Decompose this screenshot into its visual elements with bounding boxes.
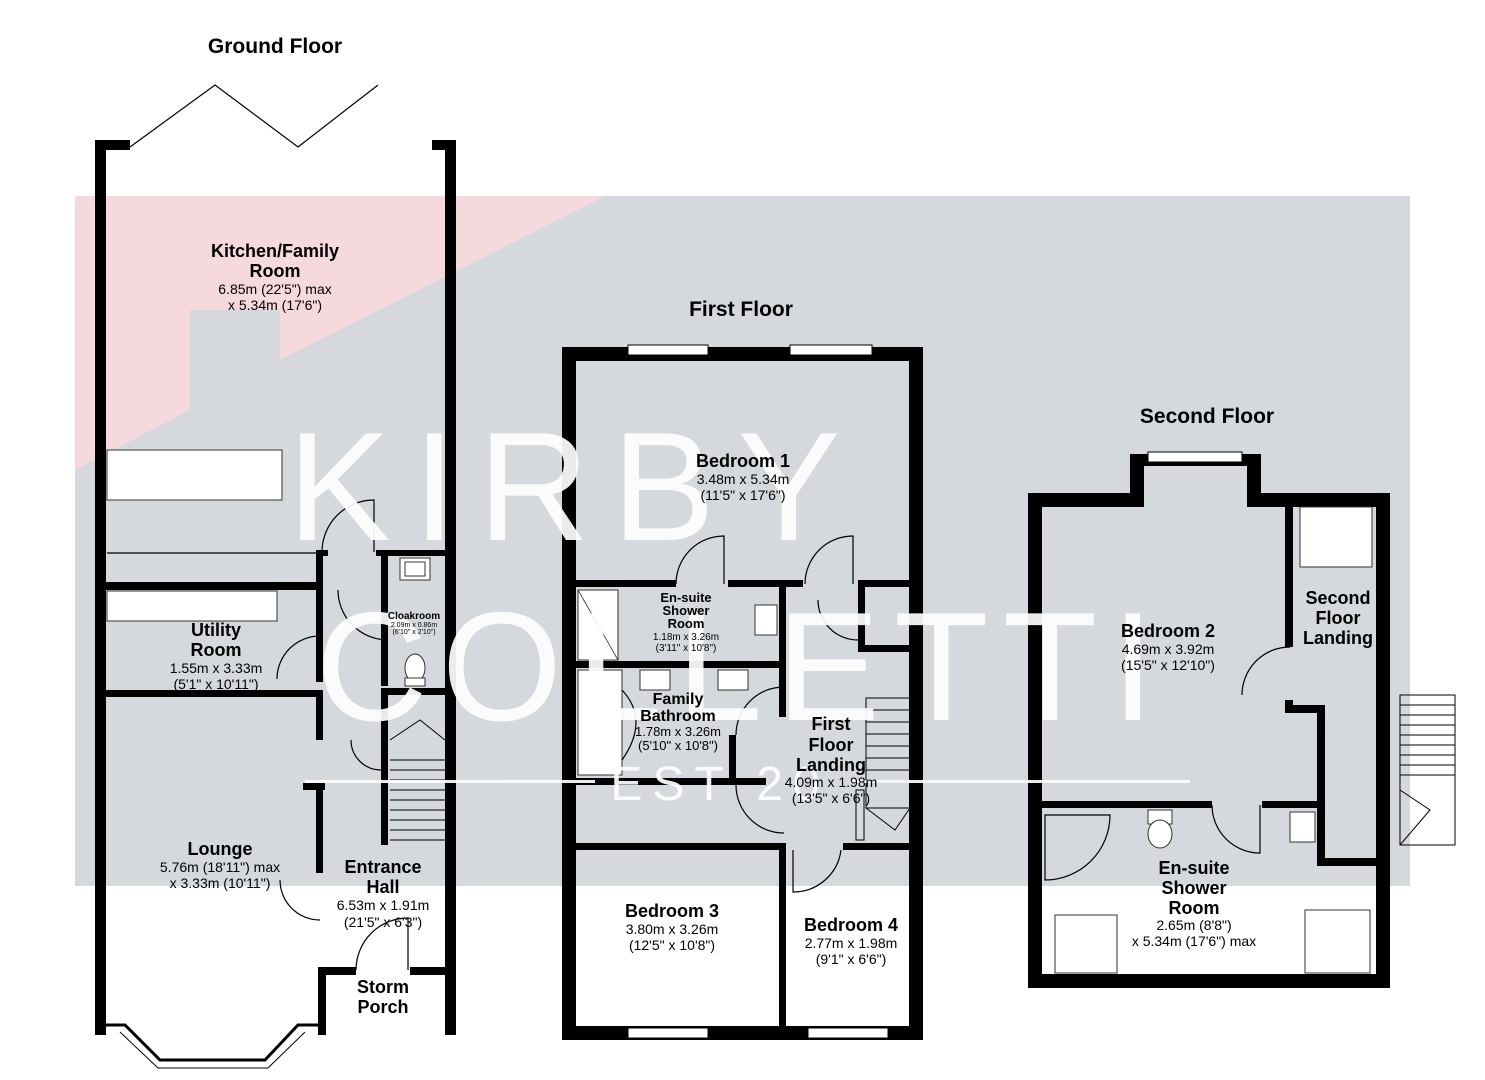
entrance-hall-label: Entrance Hall 6.53m x 1.91m (21'5" x 6'3… xyxy=(337,857,430,930)
svg-text:Entrance: Entrance xyxy=(344,857,421,877)
kitchen-label: Kitchen/Family Room 6.85m (22'5") max x … xyxy=(211,241,339,313)
svg-text:5.76m (18'11") max: 5.76m (18'11") max xyxy=(160,859,280,875)
svg-text:(12'5" x 10'8"): (12'5" x 10'8") xyxy=(629,937,715,953)
svg-text:Lounge: Lounge xyxy=(188,839,253,859)
svg-text:(9'1" x 6'6"): (9'1" x 6'6") xyxy=(816,951,887,967)
watermark-background xyxy=(75,196,1410,886)
svg-text:x 3.33m (10'11"): x 3.33m (10'11") xyxy=(170,875,271,891)
second-floor-title: Second Floor xyxy=(1140,405,1274,428)
ground-floor-plan xyxy=(95,84,456,1069)
svg-text:Bedroom 2: Bedroom 2 xyxy=(1121,621,1215,641)
bedroom3-label: Bedroom 3 3.80m x 3.26m (12'5" x 10'8") xyxy=(625,901,719,953)
svg-text:Floor: Floor xyxy=(809,735,854,755)
second-floor-plan xyxy=(1028,451,1456,988)
ground-floor-title: Ground Floor xyxy=(208,35,342,58)
svg-text:En-suite: En-suite xyxy=(660,590,711,605)
svg-text:2.65m (8'8"): 2.65m (8'8") xyxy=(1156,917,1231,933)
svg-text:(6'10" x 2'10"): (6'10" x 2'10") xyxy=(392,629,435,636)
svg-text:4.69m x 3.92m: 4.69m x 3.92m xyxy=(1122,641,1215,657)
family-bathroom-label: Family Bathroom 1.78m x 3.26m (5'10" x 1… xyxy=(635,691,721,753)
first-floor-landing-label: First Floor Landing 4.09m x 1.98m (13'5"… xyxy=(785,714,878,806)
svg-text:Landing: Landing xyxy=(1303,628,1373,648)
svg-text:(15'5" x 12'10"): (15'5" x 12'10") xyxy=(1121,657,1215,673)
svg-text:Floor: Floor xyxy=(1316,608,1361,628)
watermark-line3: EST 20 xyxy=(610,758,829,811)
svg-text:Second: Second xyxy=(1305,588,1370,608)
watermark-line2: COLLETTI xyxy=(316,580,1169,753)
svg-text:Shower: Shower xyxy=(663,603,710,618)
svg-text:(5'1" x 10'11"): (5'1" x 10'11") xyxy=(173,676,258,692)
svg-text:Shower: Shower xyxy=(1161,878,1226,898)
bedroom1-label: Bedroom 1 3.48m x 5.34m (11'5" x 17'6") xyxy=(696,451,790,503)
svg-text:Porch: Porch xyxy=(357,997,408,1017)
svg-text:Bedroom 4: Bedroom 4 xyxy=(804,915,898,935)
svg-text:Storm: Storm xyxy=(357,977,409,997)
svg-text:Landing: Landing xyxy=(796,755,866,775)
first-floor-plan xyxy=(562,344,923,1040)
svg-text:(5'10" x 10'8"): (5'10" x 10'8") xyxy=(638,738,718,753)
svg-text:(13'5" x 6'6"): (13'5" x 6'6") xyxy=(792,790,870,806)
svg-text:4.09m x 1.98m: 4.09m x 1.98m xyxy=(785,774,878,790)
svg-text:1.55m x 3.33m: 1.55m x 3.33m xyxy=(170,660,263,676)
svg-text:1.18m x 3.26m: 1.18m x 3.26m xyxy=(653,632,719,643)
svg-text:(3'11" x 10'8"): (3'11" x 10'8") xyxy=(656,643,717,654)
watermark-line1: KIRBY xyxy=(287,400,862,573)
lounge-label: Lounge 5.76m (18'11") max x 3.33m (10'11… xyxy=(160,839,280,891)
watermark-text: KIRBY COLLETTI EST 20 xyxy=(287,400,1190,811)
svg-text:1.78m x 3.26m: 1.78m x 3.26m xyxy=(635,724,721,739)
svg-text:Utility: Utility xyxy=(191,620,241,640)
ensuite2-label: En-suite Shower Room 2.65m (8'8") x 5.34… xyxy=(1132,858,1256,949)
storm-porch-label: Storm Porch xyxy=(357,977,409,1017)
svg-text:2.77m x 1.98m: 2.77m x 1.98m xyxy=(805,935,898,951)
ensuite1-label: En-suite Shower Room 1.18m x 3.26m (3'11… xyxy=(653,590,719,654)
svg-text:(11'5" x 17'6"): (11'5" x 17'6") xyxy=(700,487,785,503)
second-floor-landing-label: Second Floor Landing xyxy=(1303,588,1373,648)
svg-text:Room: Room xyxy=(668,616,705,631)
svg-text:Bedroom 3: Bedroom 3 xyxy=(625,901,719,921)
svg-text:Cloakroom: Cloakroom xyxy=(388,611,440,622)
svg-text:Hall: Hall xyxy=(366,877,399,897)
svg-text:6.85m (22'5") max: 6.85m (22'5") max xyxy=(218,281,331,297)
svg-text:3.48m x 5.34m: 3.48m x 5.34m xyxy=(697,471,790,487)
svg-text:Bedroom 1: Bedroom 1 xyxy=(696,451,790,471)
svg-text:Family: Family xyxy=(653,691,704,708)
first-floor-title: First Floor xyxy=(689,298,793,321)
svg-text:First: First xyxy=(811,714,850,734)
svg-text:Room: Room xyxy=(191,640,242,660)
svg-text:(21'5" x 6'3"): (21'5" x 6'3") xyxy=(344,914,422,930)
cloakroom-label: Cloakroom 2.09m x 0.86m (6'10" x 2'10") xyxy=(388,611,440,636)
svg-text:2.09m x 0.86m: 2.09m x 0.86m xyxy=(391,622,437,629)
svg-text:Room: Room xyxy=(250,261,301,281)
svg-text:x 5.34m (17'6") max: x 5.34m (17'6") max xyxy=(1132,933,1256,949)
svg-text:En-suite: En-suite xyxy=(1158,858,1229,878)
svg-text:6.53m x 1.91m: 6.53m x 1.91m xyxy=(337,897,430,913)
svg-text:3.80m x 3.26m: 3.80m x 3.26m xyxy=(626,921,719,937)
bedroom2-label: Bedroom 2 4.69m x 3.92m (15'5" x 12'10") xyxy=(1121,621,1215,673)
utility-room-label: Utility Room 1.55m x 3.33m (5'1" x 10'11… xyxy=(170,620,263,692)
svg-text:Bathroom: Bathroom xyxy=(640,708,716,725)
svg-text:x 5.34m (17'6"): x 5.34m (17'6") xyxy=(228,297,322,313)
bedroom4-label: Bedroom 4 2.77m x 1.98m (9'1" x 6'6") xyxy=(804,915,898,967)
svg-text:Kitchen/Family: Kitchen/Family xyxy=(211,241,339,261)
svg-text:Room: Room xyxy=(1169,898,1220,918)
